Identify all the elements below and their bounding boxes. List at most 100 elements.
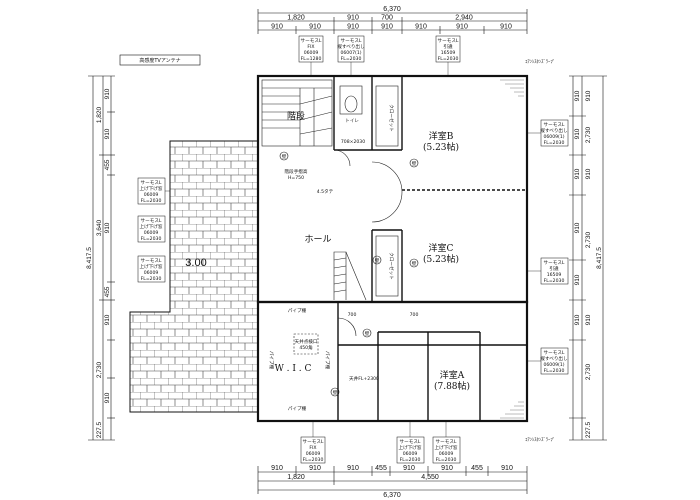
note-shelf-2: パイプ棚 bbox=[288, 405, 307, 412]
top-seg-2: 910 bbox=[347, 15, 359, 22]
right-inner-3: 910 bbox=[574, 168, 581, 179]
window-tag-2: サーモスL 縦すべり出し 06007(1) FL=2030 bbox=[337, 35, 365, 63]
svg-text:FL=2030: FL=2030 bbox=[141, 198, 162, 204]
stairs bbox=[261, 79, 333, 147]
corner-hatch-tr bbox=[500, 79, 524, 97]
svg-text:FL=2030: FL=2030 bbox=[438, 56, 459, 62]
marker-6: 壁 bbox=[333, 389, 338, 396]
toilet-bowl bbox=[344, 95, 358, 113]
tag-leaders bbox=[165, 62, 541, 437]
right-total-dim: 8,417.5 bbox=[596, 247, 603, 269]
left-seg-7: 455 bbox=[104, 286, 111, 297]
right-inner-5: 910 bbox=[574, 274, 581, 285]
left-dimensions bbox=[88, 75, 115, 441]
note-door-700-1: 700 bbox=[348, 312, 357, 318]
svg-text:サーモスL: サーモスL bbox=[544, 350, 565, 356]
window-tag-9: サーモスL 縦すべり出し 06009(1) FL=2030 bbox=[540, 347, 569, 375]
svg-text:FIX: FIX bbox=[309, 445, 316, 451]
bottom-row1-6: 910 bbox=[441, 465, 453, 472]
right-outer-3: 910 bbox=[585, 168, 592, 179]
window-tag-6: サーモスL 上げ下げ窓 06009 FL=2030 bbox=[137, 215, 166, 243]
room-western-c: 洋室C bbox=[429, 242, 454, 254]
window-tag-10: サーモスL FIX 06009 FL=2030 bbox=[300, 436, 326, 464]
svg-text:サーモスL: サーモスL bbox=[341, 38, 362, 44]
svg-text:FL=2030: FL=2030 bbox=[400, 457, 421, 463]
svg-text:縦すべり出し: 縦すべり出し bbox=[540, 355, 568, 362]
note-cornice-top: ｺｱﾝｼｽﾀﾝｽﾞﾗｰﾌﾟ bbox=[525, 58, 555, 65]
room-western-a-size: (7.88帖) bbox=[434, 380, 470, 392]
svg-text:上げ下げ窓: 上げ下げ窓 bbox=[435, 444, 458, 451]
marker-2: 壁 bbox=[412, 160, 417, 167]
left-seg-6: 910 bbox=[104, 222, 111, 233]
svg-text:サーモスL: サーモスL bbox=[438, 38, 459, 44]
marker-5: 壁 bbox=[375, 257, 380, 264]
door-swings bbox=[333, 149, 403, 337]
bottom-total-dim: 6,370 bbox=[383, 492, 401, 499]
top-row2-6: 910 bbox=[456, 24, 468, 31]
left-seg-2: 1,820 bbox=[96, 106, 103, 123]
left-total-dim: 8,417.5 bbox=[86, 247, 93, 269]
left-seg-11: 227.5 bbox=[96, 421, 103, 438]
bottom-seg-1: 1,820 bbox=[287, 474, 305, 481]
top-seg-3: 700 bbox=[381, 15, 393, 22]
svg-text:サーモスL: サーモスL bbox=[141, 218, 162, 224]
top-row2-1: 910 bbox=[271, 24, 283, 31]
note-door-708: 708×2030 bbox=[341, 139, 365, 145]
right-inner-2: 910 bbox=[574, 128, 581, 139]
bottom-row1-4: 455 bbox=[375, 465, 387, 472]
svg-text:FL=2030: FL=2030 bbox=[544, 368, 565, 374]
room-wic: W . I . C bbox=[275, 364, 312, 374]
svg-text:06009: 06009 bbox=[304, 50, 319, 56]
left-seg-1: 910 bbox=[104, 88, 111, 99]
exterior-walls bbox=[256, 74, 529, 423]
note-shelf-4: パイプ棚 bbox=[324, 351, 331, 370]
right-outer-7: 227.5 bbox=[585, 421, 592, 438]
stairs-lower bbox=[333, 251, 367, 301]
toilet-fixture bbox=[339, 85, 363, 115]
note-hall: 4.5タテ bbox=[317, 188, 334, 195]
svg-text:FL=2030: FL=2030 bbox=[303, 457, 324, 463]
corner-hatch-br bbox=[500, 401, 524, 419]
svg-text:16509: 16509 bbox=[547, 272, 562, 278]
svg-text:サーモスL: サーモスL bbox=[303, 439, 324, 445]
svg-text:サーモスL: サーモスL bbox=[301, 38, 322, 44]
svg-text:06009: 06009 bbox=[403, 451, 418, 457]
svg-text:FL=2030: FL=2030 bbox=[141, 276, 162, 282]
window-tag-11: サーモスL 上げ下げ窓 06009 FL=2030 bbox=[396, 436, 425, 464]
closet-b bbox=[375, 85, 399, 147]
ceiling-hatch bbox=[293, 333, 319, 355]
note-stair-rail: 階段手摺高 bbox=[285, 168, 308, 175]
room-western-c-size: (5.23帖) bbox=[423, 253, 459, 265]
svg-text:06007(1): 06007(1) bbox=[340, 50, 361, 56]
window-tag-3: サーモスL 引違 16509 FL=2030 bbox=[435, 35, 461, 63]
top-seg-4: 2,940 bbox=[455, 15, 473, 22]
svg-text:06009(1): 06009(1) bbox=[543, 134, 564, 140]
window-tag-12: サーモスL 上げ下げ窓 06009 FL=2030 bbox=[432, 436, 461, 464]
left-seg-8: 910 bbox=[104, 314, 111, 325]
svg-text:引違: 引違 bbox=[549, 265, 559, 272]
bottom-row1-5: 910 bbox=[403, 465, 415, 472]
right-outer-1: 910 bbox=[585, 90, 592, 101]
left-seg-10: 910 bbox=[104, 392, 111, 403]
note-ceiling-storage-2: 450角 bbox=[299, 344, 313, 351]
antenna-note: 高感度TVアンテナ bbox=[139, 57, 180, 64]
svg-text:06009: 06009 bbox=[144, 230, 159, 236]
top-row2-2: 910 bbox=[309, 24, 321, 31]
svg-text:06009: 06009 bbox=[306, 451, 321, 457]
svg-text:サーモスL: サーモスL bbox=[400, 439, 421, 445]
bottom-row1-2: 910 bbox=[309, 465, 321, 472]
room-stairs: 階段 bbox=[287, 110, 305, 122]
svg-text:FIX: FIX bbox=[307, 44, 314, 50]
left-seg-4: 455 bbox=[104, 159, 111, 170]
svg-text:サーモスL: サーモスL bbox=[544, 260, 565, 266]
svg-text:上げ下げ窓: 上げ下げ窓 bbox=[399, 444, 422, 451]
svg-text:引違: 引違 bbox=[443, 43, 453, 50]
room-western-b-size: (5.23帖) bbox=[423, 141, 459, 153]
right-outer-2: 2,730 bbox=[585, 126, 592, 143]
right-inner-6: 910 bbox=[574, 314, 581, 325]
svg-text:上げ下げ窓: 上げ下げ窓 bbox=[140, 223, 163, 230]
svg-text:06009(1): 06009(1) bbox=[543, 362, 564, 368]
svg-text:FL=2030: FL=2030 bbox=[341, 56, 362, 62]
bottom-dimensions bbox=[257, 466, 528, 494]
